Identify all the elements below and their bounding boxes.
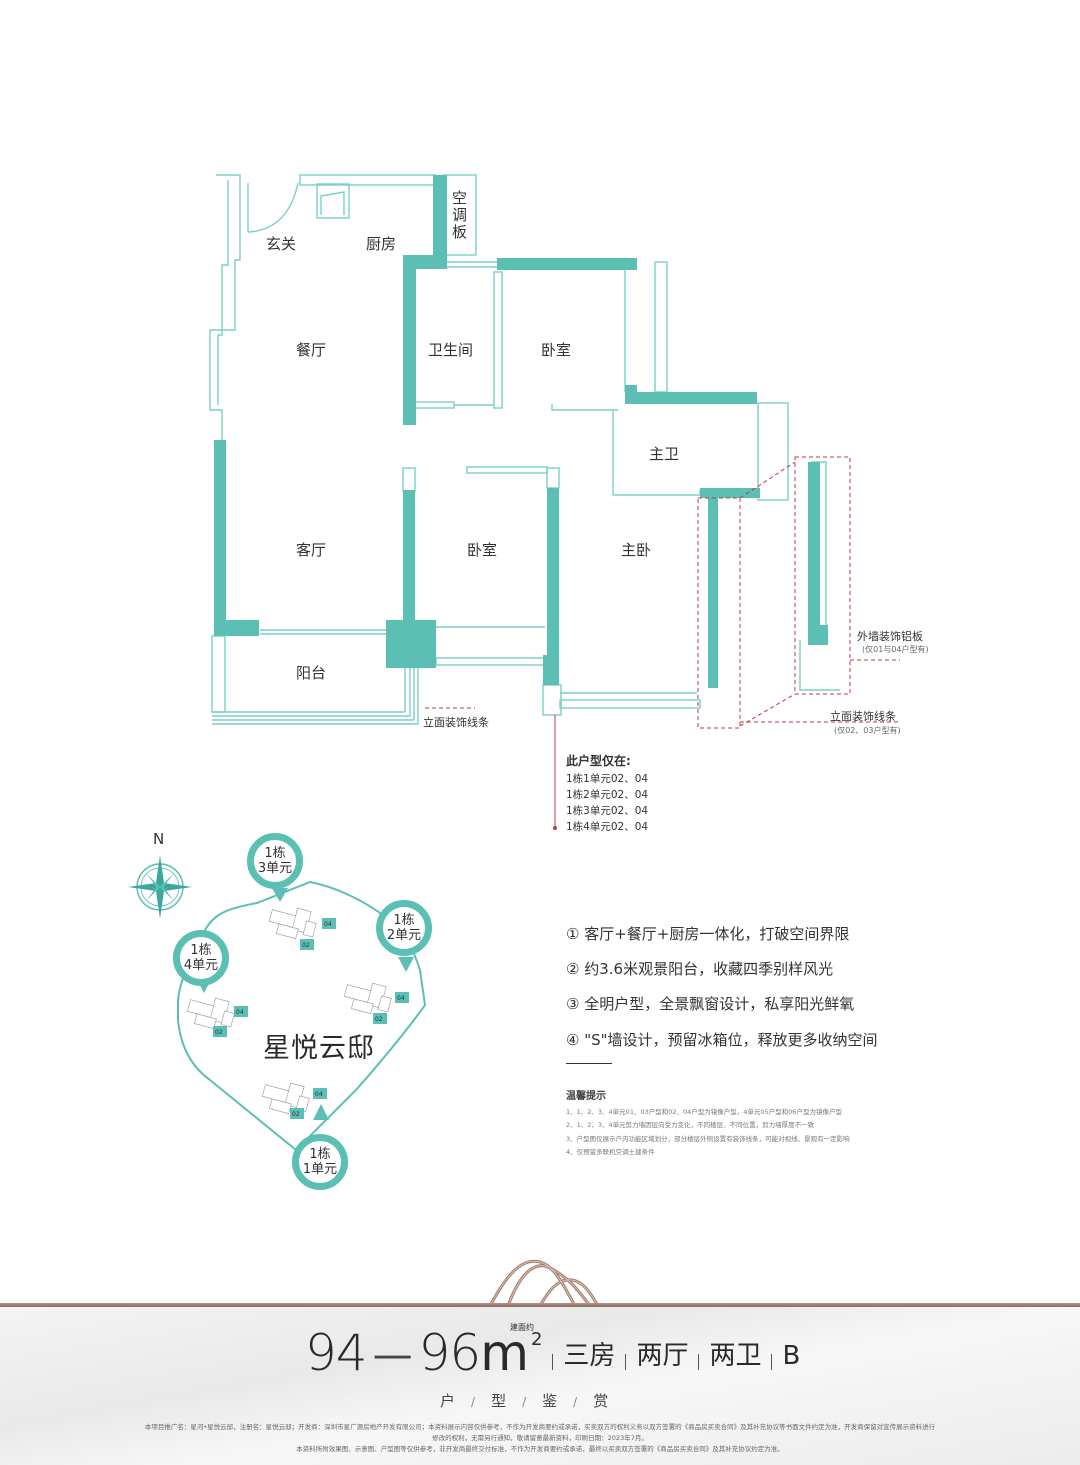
separator [552,1354,554,1370]
pin-line1: 1栋 [264,846,286,861]
feature-item: ① 客厅+餐厅+厨房一体化，打破空间界限 [566,925,850,943]
unit-headline: 94 — 96 m 2 建面约 三房 两厅 两卫 B [305,1318,800,1378]
svg-text:04: 04 [315,1091,323,1098]
room-ac-panel: 空调板 [452,189,468,241]
area-unit: m [480,1324,529,1382]
availability-title: 此户型仅在: [566,754,631,768]
room-balcony: 阳台 [296,664,327,682]
availability-unit: 1栋4单元02、04 [566,821,649,833]
svg-text:02: 02 [215,1029,223,1036]
availability-unit: 1栋1单元02、04 [566,773,649,785]
site-pin-building1-unit1[interactable]: 1栋 1单元 [292,1134,348,1190]
svg-text:02: 02 [292,1111,300,1118]
area-dash: — [372,1332,413,1378]
subtitle-char: 型 [491,1392,509,1410]
tips-title: 温馨提示 [566,1091,606,1102]
subtitle-char: 赏 [593,1392,611,1410]
project-name: 星悦云邸 [263,1033,375,1064]
tip-item: 1、1、2、3、4单元01、03户型和02、04户型为镜像户型，4单元05户型和… [566,1108,842,1116]
disclaimer-line: 本项目推广名：星河•星悦云邸，注册名：星悦云邸；开发商：深圳市星广源房地产开发有… [144,1423,936,1431]
subtitle-sep: / [522,1395,529,1409]
feature-item: ② 约3.6米观景阳台，收藏四季别样风光 [566,960,834,978]
feature-item: ③ 全明户型，全景飘窗设计，私享阳光鲜氧 [566,995,855,1013]
pin-line2: 2单元 [386,928,422,943]
pin-line2: 3单元 [257,861,293,876]
room-living: 客厅 [296,541,327,559]
svg-text:02: 02 [302,942,310,949]
area-to: 96 [418,1324,482,1382]
floor-plan-drawing [209,174,900,830]
compass-rose-icon [128,855,192,919]
room-dining: 餐厅 [296,341,327,359]
subtitle: 户 / 型 / 鉴 / 赏 [440,1390,610,1411]
pin-line1: 1栋 [309,1147,331,1162]
tip-item: 4、仅预留多联机空调土建条件 [566,1148,655,1156]
svg-text:04: 04 [324,921,332,928]
tip-item: 3、户型图仅展示户内功能区域划分，部分楼层外侧设置有装饰线条，可能对视线、景观有… [566,1135,850,1143]
availability-unit: 1栋2单元02、04 [566,789,649,801]
site-pin-building1-unit2[interactable]: 1栋 2单元 [376,900,432,956]
room-bedroom-south: 卧室 [467,541,498,559]
mountain-logo-icon [488,1259,600,1307]
facade-strip-label-left: 立面装饰线条 [423,716,489,729]
attr-halls: 两厅 [636,1341,689,1371]
subtitle-sep: / [573,1395,580,1409]
room-master-bedroom: 主卧 [621,541,652,559]
room-bedroom-north: 卧室 [541,341,572,359]
site-pin-building1-unit4[interactable]: 1栋 4单元 [173,930,229,986]
footer-band [0,1305,1080,1465]
site-pin-building1-unit3[interactable]: 1栋 3单元 [247,833,303,889]
footer-rule [0,1303,1080,1307]
separator [698,1354,700,1370]
pin-line2: 1单元 [302,1162,338,1177]
area-tag: 建面约 [510,1323,534,1332]
room-master-bath: 主卫 [649,445,680,463]
disclaimer-line: 修改的权利，无需另行通知，敬请留意最新资料，印刷日期：2023年7月。 [432,1434,648,1442]
pin-line2: 4单元 [183,958,219,973]
svg-text:02: 02 [375,1016,383,1023]
attr-type: B [782,1341,801,1371]
attr-bedrooms: 三房 [563,1341,616,1371]
room-bathroom: 卫生间 [428,341,474,359]
subtitle-sep: / [471,1395,478,1409]
aluminum-panel-label: 外墙装饰铝板 [857,630,923,643]
separator [625,1354,627,1370]
pin-line1: 1栋 [190,943,212,958]
subtitle-char: 鉴 [542,1392,560,1410]
aluminum-panel-note: (仅01与04户型有) [862,645,929,654]
feature-item: ④ "S"墙设计，预留冰箱位，释放更多收纳空间 [566,1031,878,1049]
separator [771,1354,773,1370]
svg-text:04: 04 [397,995,405,1002]
area-from: 94 [305,1324,368,1382]
feature-divider [566,1063,612,1064]
disclaimer-line: 本资料所附效果图、示意图、户型图等仅供参考，非开发商最终交付标准，不作为开发商要… [296,1445,784,1453]
tip-item: 2、1、2、3、4单元剪力墙因层向受力变化，不同楼层、不同位置，剪力墙厚度不一致 [566,1121,815,1129]
area-unit-sup: 2 [530,1329,543,1350]
room-kitchen: 厨房 [366,235,397,253]
facade-strip-note-right: (仅02、03户型有) [834,726,901,735]
subtitle-char: 户 [440,1392,458,1410]
compass-north-label: N [153,830,165,848]
attr-baths: 两卫 [709,1341,762,1371]
facade-strip-label-right: 立面装饰线条 [830,710,896,723]
svg-text:04: 04 [236,1009,244,1016]
availability-unit: 1栋3单元02、04 [566,805,649,817]
pin-line1: 1栋 [393,913,415,928]
room-entrance: 玄关 [266,235,297,253]
